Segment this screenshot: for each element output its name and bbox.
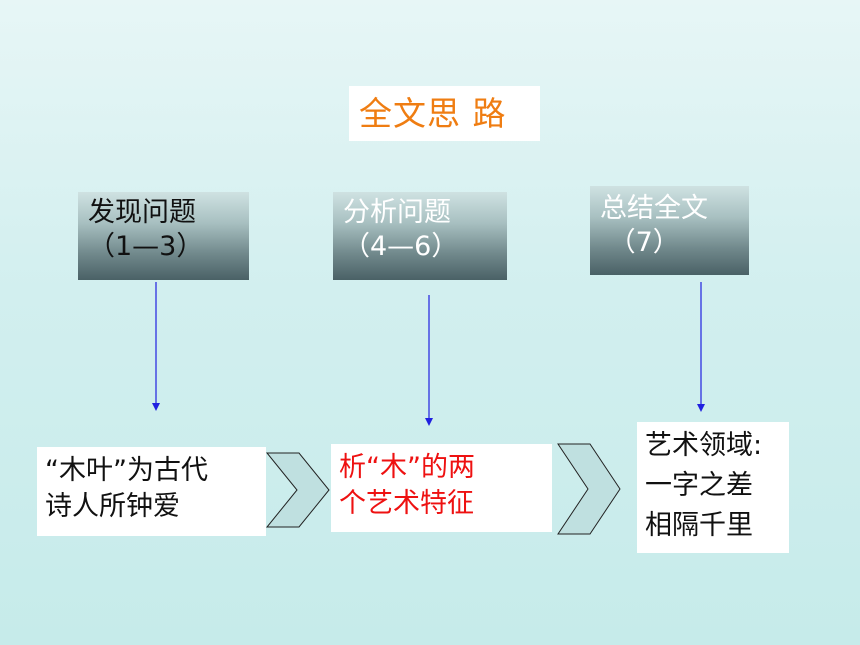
stage-2-label: 分析问题 [343, 197, 451, 228]
result-3-line-1: 艺术领域: [645, 430, 763, 461]
result-box-2: 析“木”的两 个艺术特征 [331, 444, 552, 532]
result-box-1: “木叶”为古代 诗人所钟爱 [37, 447, 266, 536]
stage-3-label: 总结全文 [600, 193, 708, 224]
stage-3-range: （7） [600, 227, 680, 258]
result-1-line-2: 诗人所钟爱 [45, 491, 180, 522]
chevron-arrow-2 [557, 443, 621, 535]
stage-discover-problem: 发现问题 （1—3） [78, 192, 249, 280]
stage-1-range: （1—3） [88, 231, 204, 262]
result-1-line-1: “木叶”为古代 [45, 455, 208, 486]
stage-2-range: （4—6） [343, 231, 459, 262]
result-2-line-2: 个艺术特征 [339, 488, 474, 519]
result-2-line-1: 析“木”的两 [339, 452, 475, 483]
result-3-line-2: 一字之差 [645, 470, 753, 501]
stage-summarize-text: 总结全文 （7） [590, 186, 749, 275]
result-box-3: 艺术领域: 一字之差 相隔千里 [637, 422, 789, 553]
result-3-line-3: 相隔千里 [645, 510, 753, 541]
stage-1-label: 发现问题 [88, 197, 196, 228]
stage-analyze-problem: 分析问题 （4—6） [333, 192, 507, 280]
chevron-arrow-1 [265, 452, 330, 528]
diagram-title: 全文思 路 [349, 86, 540, 141]
